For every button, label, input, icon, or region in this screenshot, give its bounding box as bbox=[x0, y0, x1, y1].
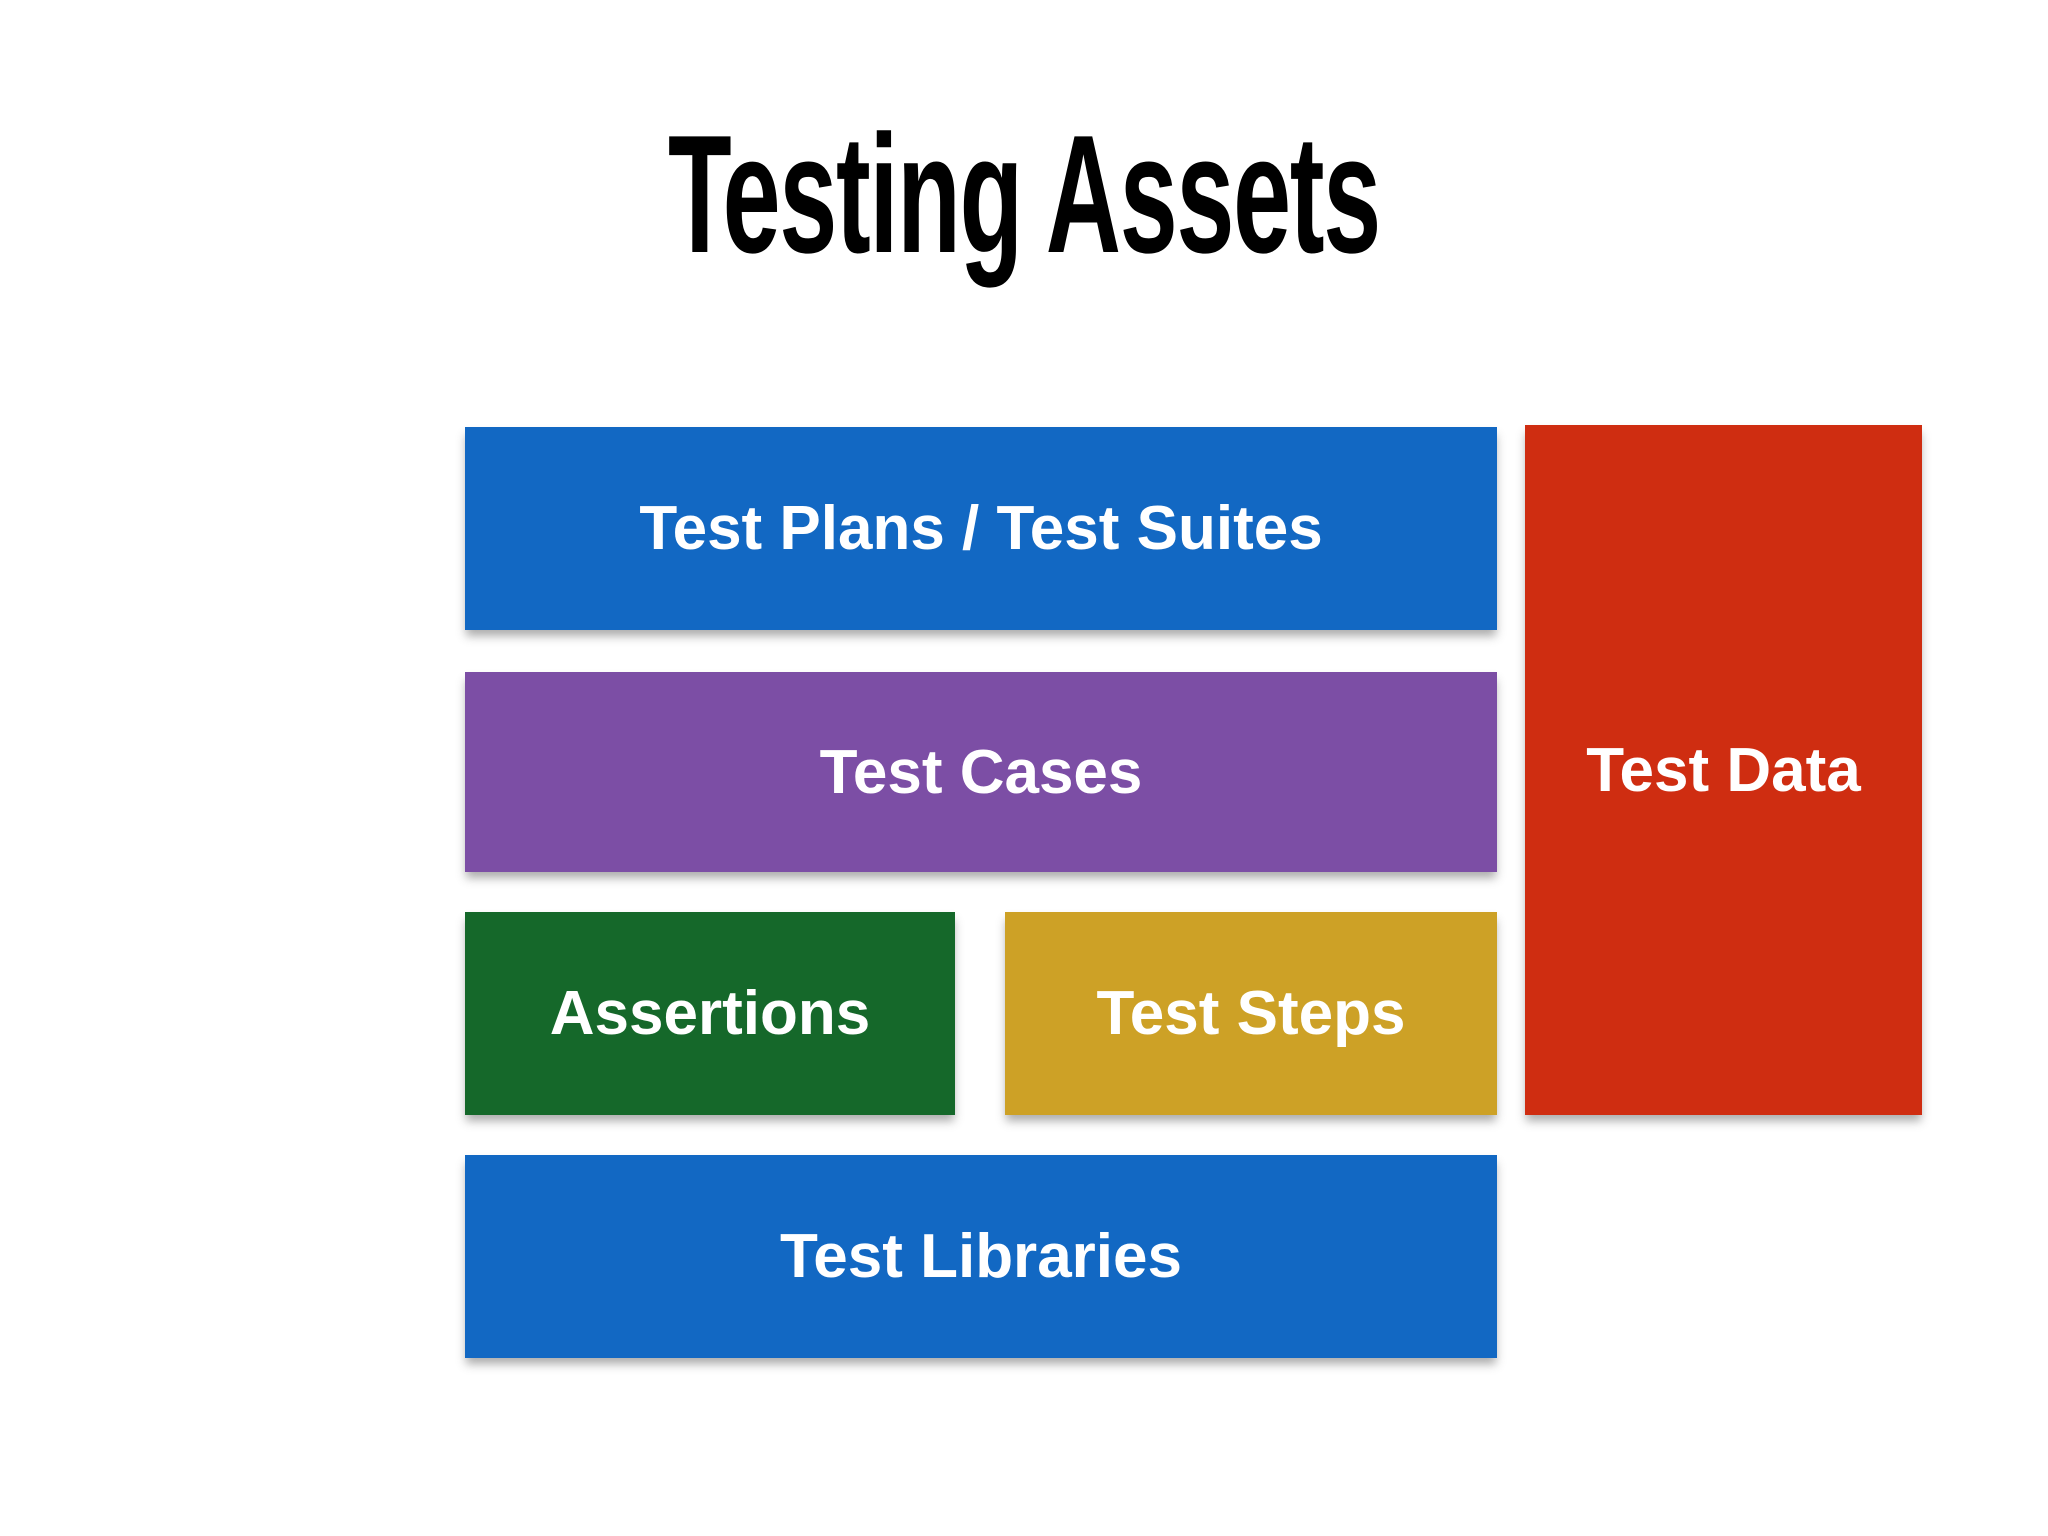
block-label-test-libraries: Test Libraries bbox=[779, 1222, 1182, 1291]
block-test-libraries: Test Libraries bbox=[465, 1155, 1497, 1358]
block-label-test-data: Test Data bbox=[1586, 735, 1861, 805]
block-label-test-steps: Test Steps bbox=[1096, 979, 1406, 1048]
block-label-test-plans: Test Plans / Test Suites bbox=[639, 494, 1323, 563]
block-test-data: Test Data bbox=[1525, 425, 1922, 1115]
block-test-steps: Test Steps bbox=[1005, 912, 1497, 1115]
block-label-test-cases: Test Cases bbox=[819, 737, 1143, 807]
block-assertions: Assertions bbox=[465, 912, 955, 1115]
block-test-plans-test-suites: Test Plans / Test Suites bbox=[465, 427, 1497, 630]
block-test-cases: Test Cases bbox=[465, 672, 1497, 872]
page-title: Testing Assets bbox=[668, 100, 1381, 288]
block-label-assertions: Assertions bbox=[549, 979, 871, 1048]
